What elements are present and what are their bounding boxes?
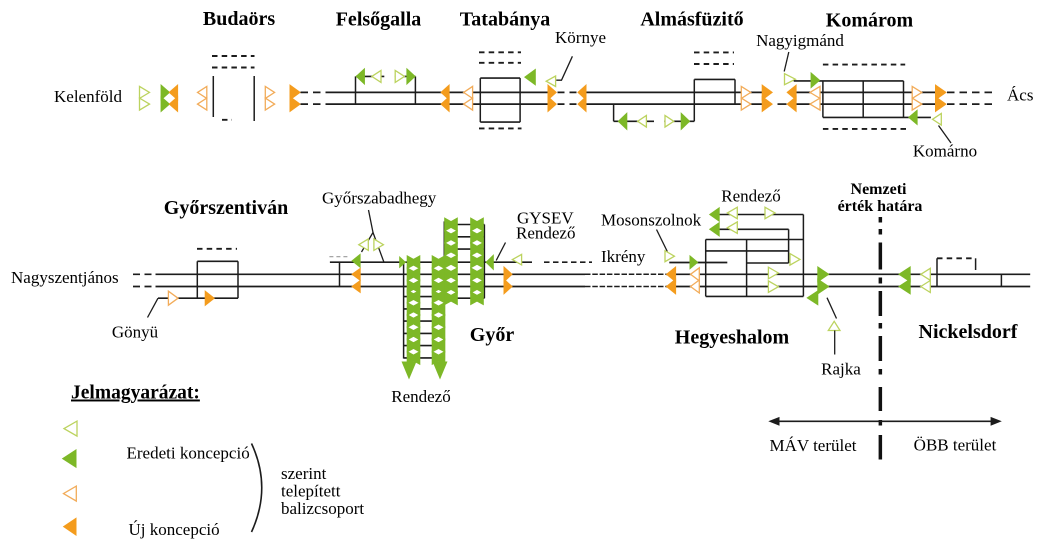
svg-text:MÁV terület: MÁV terület bbox=[769, 436, 856, 455]
svg-text:Nagyszentjános: Nagyszentjános bbox=[11, 268, 119, 287]
svg-text:Gönyü: Gönyü bbox=[112, 323, 159, 342]
svg-text:Jelmagyarázat:: Jelmagyarázat: bbox=[71, 383, 200, 404]
svg-text:Győr: Győr bbox=[470, 324, 515, 346]
svg-text:Almásfüzitő: Almásfüzitő bbox=[640, 9, 743, 31]
svg-text:Nickelsdorf: Nickelsdorf bbox=[919, 321, 1018, 343]
svg-text:szerint: szerint bbox=[281, 464, 327, 483]
svg-text:Komárno: Komárno bbox=[913, 142, 977, 161]
svg-text:ÖBB terület: ÖBB terület bbox=[914, 436, 997, 455]
svg-text:Rendező: Rendező bbox=[721, 187, 780, 206]
svg-text:Nagyigmánd: Nagyigmánd bbox=[756, 31, 844, 50]
svg-text:Ács: Ács bbox=[1007, 86, 1033, 105]
svg-text:Hegyeshalom: Hegyeshalom bbox=[675, 327, 790, 349]
svg-text:Ikrény: Ikrény bbox=[601, 247, 646, 266]
svg-text:Rajka: Rajka bbox=[821, 360, 861, 379]
svg-text:Komárom: Komárom bbox=[826, 10, 914, 32]
svg-text:Új koncepció: Új koncepció bbox=[129, 520, 220, 539]
svg-text:Kelenföld: Kelenföld bbox=[54, 87, 122, 106]
svg-text:Környe: Környe bbox=[555, 28, 606, 47]
svg-text:Felsőgalla: Felsőgalla bbox=[336, 8, 422, 30]
svg-text:Eredeti koncepció: Eredeti koncepció bbox=[127, 444, 250, 463]
svg-text:Rendező: Rendező bbox=[391, 387, 450, 406]
svg-text:Mosonszolnok: Mosonszolnok bbox=[601, 211, 702, 230]
svg-text:balizcsoport: balizcsoport bbox=[281, 499, 364, 518]
svg-text:Győrszentiván: Győrszentiván bbox=[164, 197, 288, 219]
svg-text:Győrszabadhegy: Győrszabadhegy bbox=[322, 189, 437, 208]
svg-text:Rendező: Rendező bbox=[516, 224, 575, 243]
svg-text:érték határa: érték határa bbox=[838, 198, 923, 215]
svg-text:Nemzeti: Nemzeti bbox=[851, 181, 908, 198]
svg-text:Tatabánya: Tatabánya bbox=[460, 8, 550, 30]
svg-text:GYSEV: GYSEV bbox=[517, 209, 574, 228]
svg-text:telepített: telepített bbox=[281, 482, 341, 501]
svg-text:Budaörs: Budaörs bbox=[203, 8, 275, 30]
